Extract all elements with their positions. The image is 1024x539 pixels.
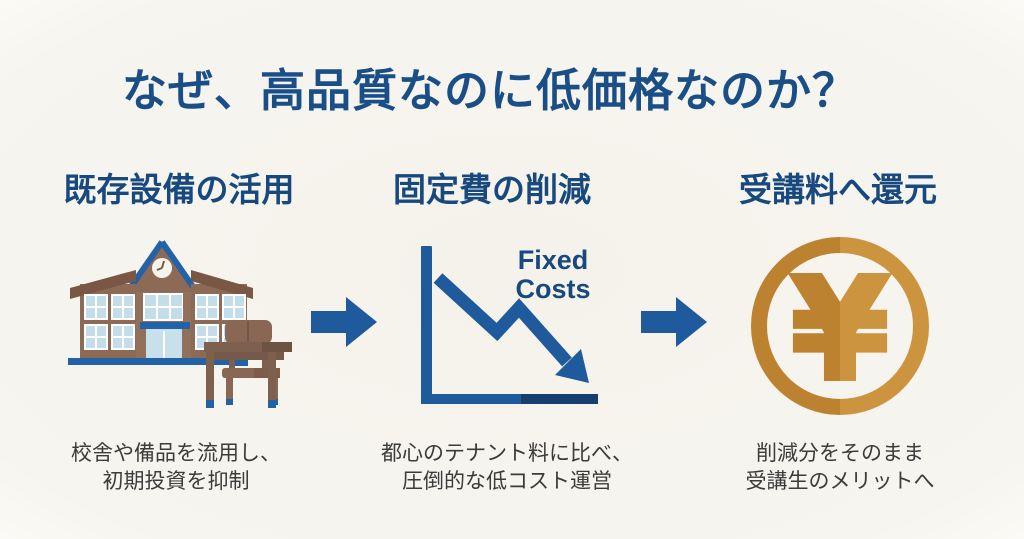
caption-line: 都心のテナント料に比べ、 [381,442,633,465]
column-heading-existing-facilities: 既存設備の活用 [63,171,295,208]
right-arrow-icon [641,297,707,347]
caption-line: 受講生のメリットへ [745,470,935,493]
page-title: なぜ、高品質なのに低価格なのか？ [121,65,859,116]
yen-symbol: ¥ [791,249,888,412]
fixed-costs-line1: Fixed [517,245,589,275]
school-building-icon [68,240,292,408]
caption-line: 圧倒的な低コスト運営 [402,470,612,493]
caption-line: 削減分をそのまま [756,442,924,465]
caption-existing-facilities: 校舎や備品を流用し、 初期投資を抑制 [71,440,281,496]
fixed-costs-line2: Costs [515,274,591,304]
column-heading-tuition-return: 受講料へ還元 [739,171,937,208]
right-arrow-icon [311,297,377,347]
caption-tuition-return: 削減分をそのまま 受講生のメリットへ [746,440,935,496]
yen-coin-icon: ¥ [751,237,929,415]
declining-chart-icon [421,246,598,404]
caption-line: 校舎や備品を流用し、 [71,442,281,465]
caption-fixed-cost-reduction: 都心のテナント料に比べ、 圧倒的な低コスト運営 [381,440,633,496]
column-heading-fixed-cost-reduction: 固定費の削減 [393,171,591,208]
caption-line: 初期投資を抑制 [102,470,250,493]
fixed-costs-label: Fixed Costs [515,246,590,304]
